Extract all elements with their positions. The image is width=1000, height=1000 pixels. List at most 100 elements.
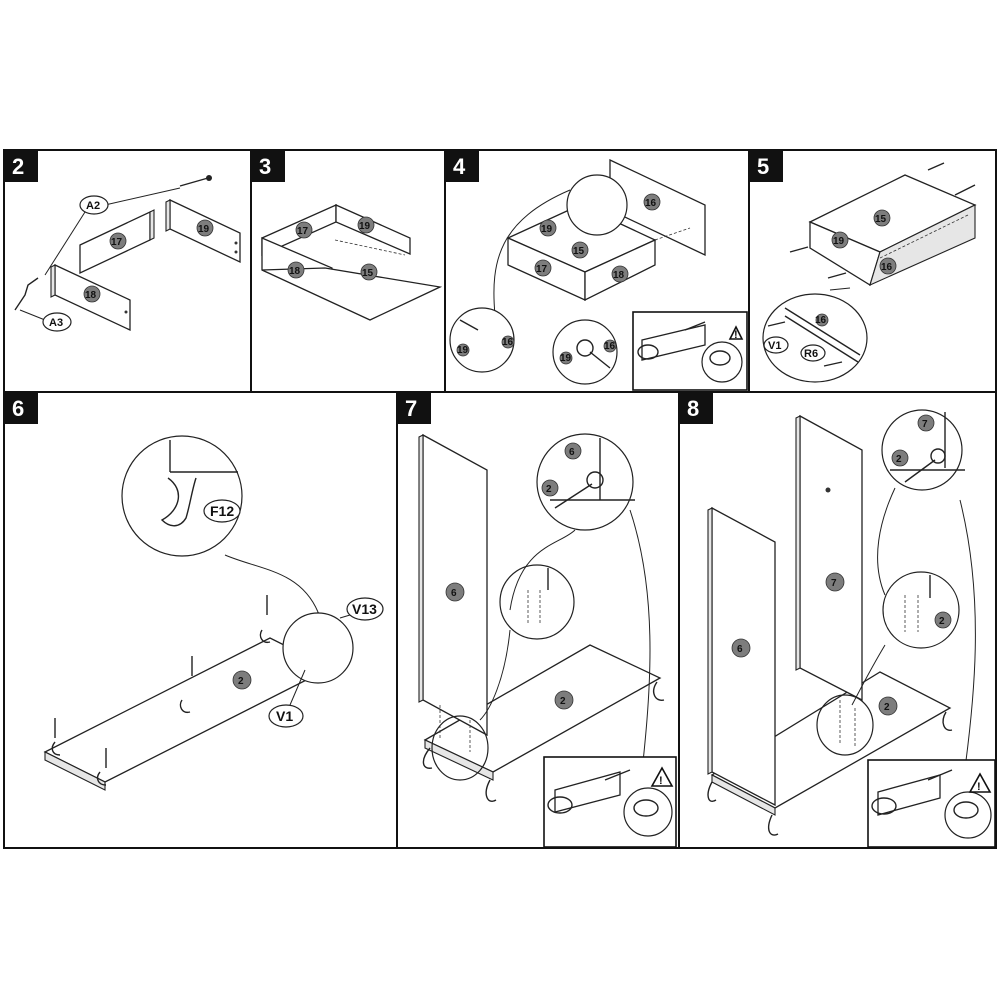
part-label-15: 15: [362, 268, 374, 279]
drawer-box-with-front: 19 15 17 18 16: [506, 158, 706, 302]
drawer-with-rail: 15 19 16: [789, 162, 977, 286]
callout-a2: A2: [44, 187, 181, 276]
part-label-2: 2: [546, 484, 552, 495]
board-18: 18: [50, 263, 131, 332]
detail-rail-fixing: 16: [762, 293, 868, 383]
screw-icon: [954, 184, 976, 196]
screwdriver-icon: [904, 459, 936, 483]
detail-circle-base: [431, 715, 489, 781]
callout-v1: V1: [763, 336, 789, 354]
step-4-number: 4: [453, 154, 466, 179]
leg-icon: [653, 681, 665, 701]
part-label-19: 19: [541, 224, 553, 235]
hardware-label-r6: R6: [804, 348, 818, 360]
inset-cam-lock: !: [543, 756, 677, 848]
part-label-17: 17: [111, 237, 123, 248]
step-4-panel: 4 19 15 17 18 16 19 16: [444, 149, 750, 393]
step-8-badge: [679, 392, 713, 424]
part-label-18: 18: [613, 270, 625, 281]
part-label-6: 6: [451, 588, 457, 599]
step-7-badge: [397, 392, 431, 424]
side-panel-6: 6: [418, 433, 488, 752]
hardware-label-f12: F12: [210, 503, 234, 519]
side-panel-6: 6: [707, 506, 776, 807]
step-2-panel: 2 17 19 18: [3, 149, 252, 393]
base-panel-2: 2: [422, 644, 665, 802]
cam-lock-icon: [953, 801, 979, 819]
part-label-6: 6: [737, 644, 743, 655]
board-19: 19: [165, 198, 241, 264]
part-label-7: 7: [922, 419, 928, 430]
part-label-19: 19: [560, 353, 572, 364]
callout-r6: R6: [800, 344, 826, 362]
leg-icon: [707, 781, 717, 802]
inset-cam-lock: !: [632, 311, 748, 391]
part-label-16: 16: [645, 198, 657, 209]
step-8-number: 8: [687, 396, 699, 421]
leg-icon: [485, 779, 497, 802]
part-label-16: 16: [815, 315, 827, 326]
warning-icon: [650, 766, 674, 787]
callout-v13: V13: [346, 597, 384, 621]
step-7-panel: 7 2 6 6 2: [396, 391, 680, 849]
warning-symbol: !: [659, 775, 663, 787]
part-label-6: 6: [569, 447, 575, 458]
step-3-badge: [251, 150, 285, 182]
warning-icon: [728, 325, 744, 340]
step-5-number: 5: [757, 154, 769, 179]
part-label-19: 19: [457, 345, 469, 356]
part-label-19: 19: [198, 224, 210, 235]
screw-icon: [827, 272, 847, 279]
detail-leg-f12: [121, 435, 243, 557]
screw-v1-icon: [767, 321, 786, 327]
part-label-2: 2: [238, 676, 244, 687]
leg-icon: [422, 747, 433, 769]
warning-icon: [968, 772, 992, 793]
part-label-18: 18: [289, 266, 301, 277]
detail-dowel-mid: [499, 564, 575, 640]
drawer-box-assembly: 17 19 18 15: [261, 203, 443, 321]
detail-circle-joint: [566, 174, 628, 236]
part-label-2: 2: [560, 696, 566, 707]
screw-r6-icon: [823, 361, 843, 367]
step-2-number: 2: [12, 154, 24, 179]
detail-circle-base: [816, 694, 874, 756]
step-6-number: 6: [12, 396, 24, 421]
step-8-panel: 8 2 6 7: [678, 391, 997, 849]
part-label-17: 17: [297, 226, 309, 237]
part-label-2: 2: [939, 616, 945, 627]
step-5-badge: [749, 150, 783, 182]
step-3-number: 3: [259, 154, 271, 179]
cam-lock-icon: [633, 799, 659, 817]
step-4-badge: [445, 150, 479, 182]
part-label-15: 15: [875, 214, 887, 225]
callout-f12: F12: [203, 499, 241, 523]
part-label-16: 16: [502, 337, 514, 348]
part-label-16: 16: [881, 262, 893, 273]
part-label-18: 18: [85, 290, 97, 301]
part-label-16: 16: [604, 341, 616, 352]
step-7-number: 7: [405, 396, 417, 421]
detail-cam-top: 6 2: [536, 433, 635, 531]
detail-dowel-mid: 2: [882, 571, 960, 649]
inset-cam-lock: !: [867, 759, 996, 848]
hardware-label-v1: V1: [768, 340, 781, 352]
board-17: 17: [79, 209, 155, 275]
hardware-label-a2: A2: [86, 200, 100, 212]
step-2-badge: [4, 150, 38, 182]
screwdriver-icon: [554, 483, 593, 509]
hardware-label-v1: V1: [276, 708, 293, 724]
detail-cam-top: 7 2: [881, 409, 965, 491]
screw-icon: [789, 246, 809, 253]
callout-v1: V1: [268, 704, 304, 728]
warning-symbol: !: [977, 781, 981, 793]
part-label-7: 7: [831, 578, 837, 589]
dowel-a3-icon: [14, 277, 39, 311]
side-panel-7: 7: [795, 414, 863, 748]
detail-circle-screws: [282, 612, 354, 684]
part-label-19: 19: [833, 236, 845, 247]
part-label-19: 19: [359, 221, 371, 232]
part-label-17: 17: [536, 264, 548, 275]
callout-a3: A3: [19, 309, 72, 332]
